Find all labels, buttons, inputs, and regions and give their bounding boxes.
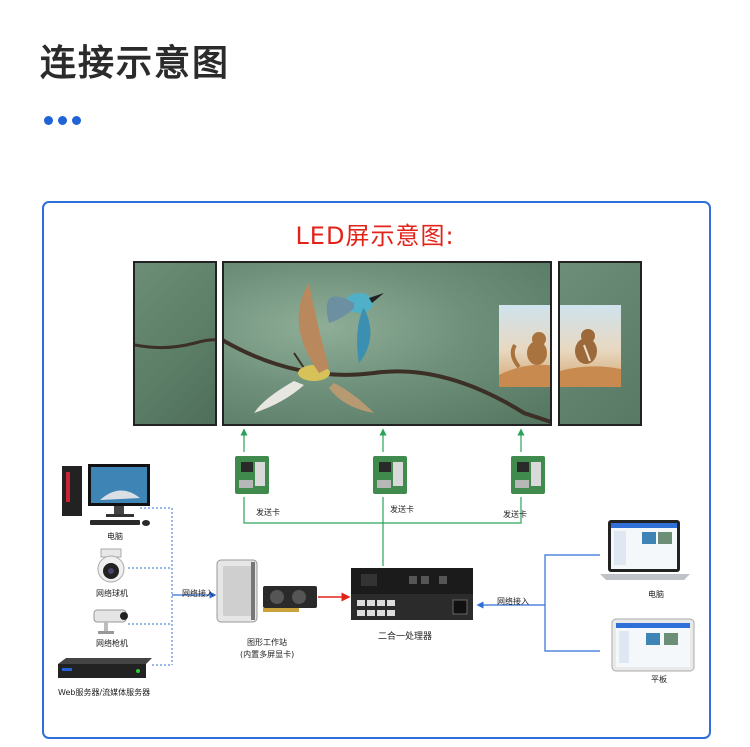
dome-camera bbox=[95, 547, 127, 589]
source-label-server: Web服务器/流媒体服务器 bbox=[58, 688, 151, 697]
birds-on-branch-image bbox=[224, 283, 550, 424]
page-title: 连接示意图 bbox=[40, 43, 231, 84]
sender-card-1 bbox=[233, 452, 273, 496]
network-in-label-right: 网络接入 bbox=[497, 597, 529, 606]
client-tablet bbox=[610, 617, 696, 677]
sender-card-icon bbox=[511, 456, 545, 494]
source-label-dome-camera: 网络球机 bbox=[96, 589, 128, 598]
title-dots-decoration bbox=[44, 116, 81, 125]
led-panel-right bbox=[558, 261, 642, 426]
led-panel-left bbox=[133, 261, 217, 426]
processor-label: 二合一处理器 bbox=[378, 632, 433, 642]
client-label-computer: 电脑 bbox=[648, 590, 664, 599]
sender-card-label-2: 发送卡 bbox=[390, 505, 414, 514]
graphics-workstation bbox=[215, 558, 321, 628]
desktop-computer bbox=[60, 462, 154, 534]
source-label-bullet-camera: 网络枪机 bbox=[96, 639, 128, 648]
branch-image-left bbox=[135, 338, 215, 350]
dome-camera-icon bbox=[97, 548, 125, 583]
two-in-one-processor bbox=[349, 566, 477, 626]
tablet-icon bbox=[611, 618, 695, 672]
client-laptop bbox=[598, 518, 692, 588]
bullet-camera-icon bbox=[93, 609, 128, 634]
sender-card-2 bbox=[371, 452, 411, 496]
server-icon bbox=[58, 658, 152, 678]
client-label-tablet: 平板 bbox=[651, 675, 667, 684]
sender-card-3 bbox=[509, 452, 549, 496]
web-streaming-server bbox=[56, 656, 154, 686]
desktop-computer-icon bbox=[62, 464, 150, 526]
network-in-label-left: 网络接入 bbox=[182, 589, 214, 598]
source-label-computer: 电脑 bbox=[107, 532, 123, 541]
workstation-icon bbox=[216, 559, 317, 623]
chipmunk-inset-image bbox=[499, 305, 550, 387]
laptop-icon bbox=[600, 520, 690, 580]
workstation-sublabel: (内置多屏显卡) bbox=[240, 650, 295, 659]
workstation-label: 图形工作站 bbox=[247, 638, 287, 647]
bullet-camera bbox=[90, 606, 130, 640]
chipmunk-image bbox=[560, 305, 621, 387]
processor-icon bbox=[351, 568, 473, 620]
led-display-title: LED屏示意图: bbox=[295, 222, 455, 250]
sender-card-label-1: 发送卡 bbox=[256, 508, 280, 517]
led-panel-main bbox=[222, 261, 552, 426]
sender-card-icon bbox=[235, 456, 269, 494]
sender-card-icon bbox=[373, 456, 407, 494]
sender-card-label-3: 发送卡 bbox=[503, 510, 527, 519]
